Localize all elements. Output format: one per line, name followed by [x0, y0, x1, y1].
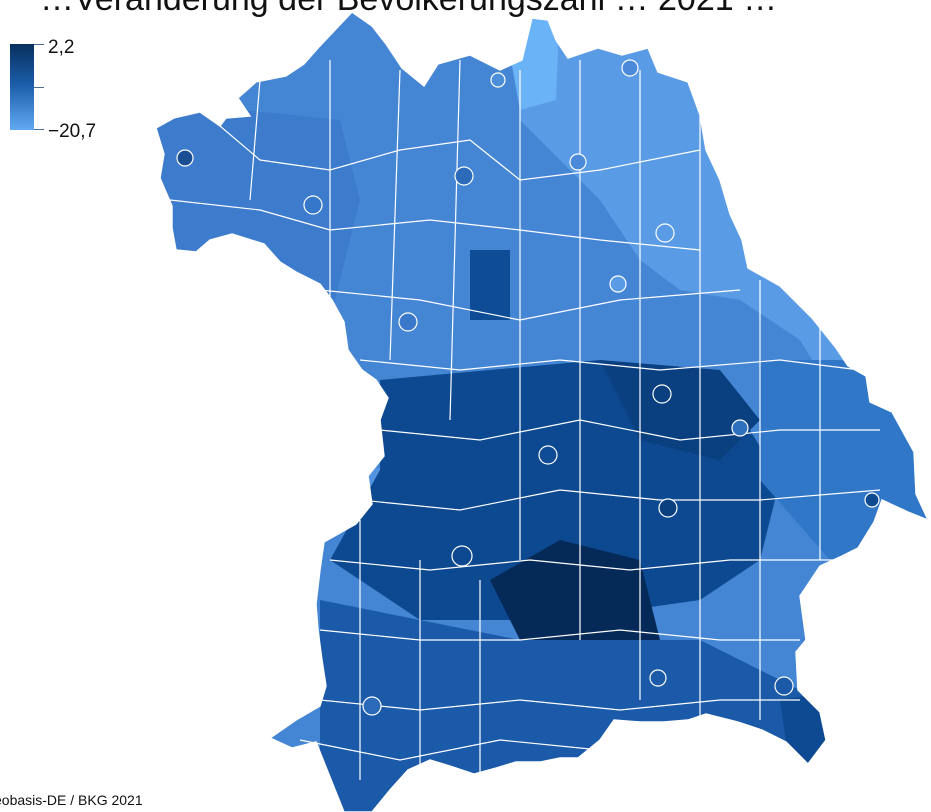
city-enclave — [731, 419, 749, 437]
city-enclave — [451, 545, 473, 567]
district-borders — [169, 59, 881, 800]
city-enclave — [303, 195, 323, 215]
city-enclave — [454, 166, 474, 186]
legend-max-label: 2,2 — [48, 37, 75, 58]
legend-tick-mid — [34, 87, 44, 88]
city-enclave — [490, 72, 506, 88]
district-nuremberg-dark — [470, 250, 510, 320]
city-enclave — [362, 696, 382, 716]
district-southeast-dark — [780, 690, 840, 780]
city-enclave — [649, 669, 667, 687]
map-attribution: eobasis-DE / BKG 2021 — [0, 792, 143, 808]
city-enclave — [658, 498, 678, 518]
color-legend: 2,2 −20,7 — [10, 38, 150, 144]
map-title: …Veränderung der Bevölkerungszahl … 2021… — [40, 0, 880, 19]
city-enclave — [569, 153, 587, 171]
city-enclave — [176, 149, 194, 167]
city-enclave — [609, 275, 627, 293]
city-enclave — [621, 59, 639, 77]
legend-color-bar — [10, 44, 34, 130]
city-enclave — [774, 676, 794, 696]
city-enclaves — [176, 59, 880, 716]
legend-tick-min — [34, 129, 44, 130]
city-enclave — [864, 492, 880, 508]
city-enclave — [538, 445, 558, 465]
city-enclave — [655, 223, 675, 243]
city-enclave — [652, 384, 672, 404]
legend-tick-max — [34, 44, 44, 45]
city-enclave — [398, 312, 418, 332]
legend-min-label: −20,7 — [48, 121, 97, 142]
